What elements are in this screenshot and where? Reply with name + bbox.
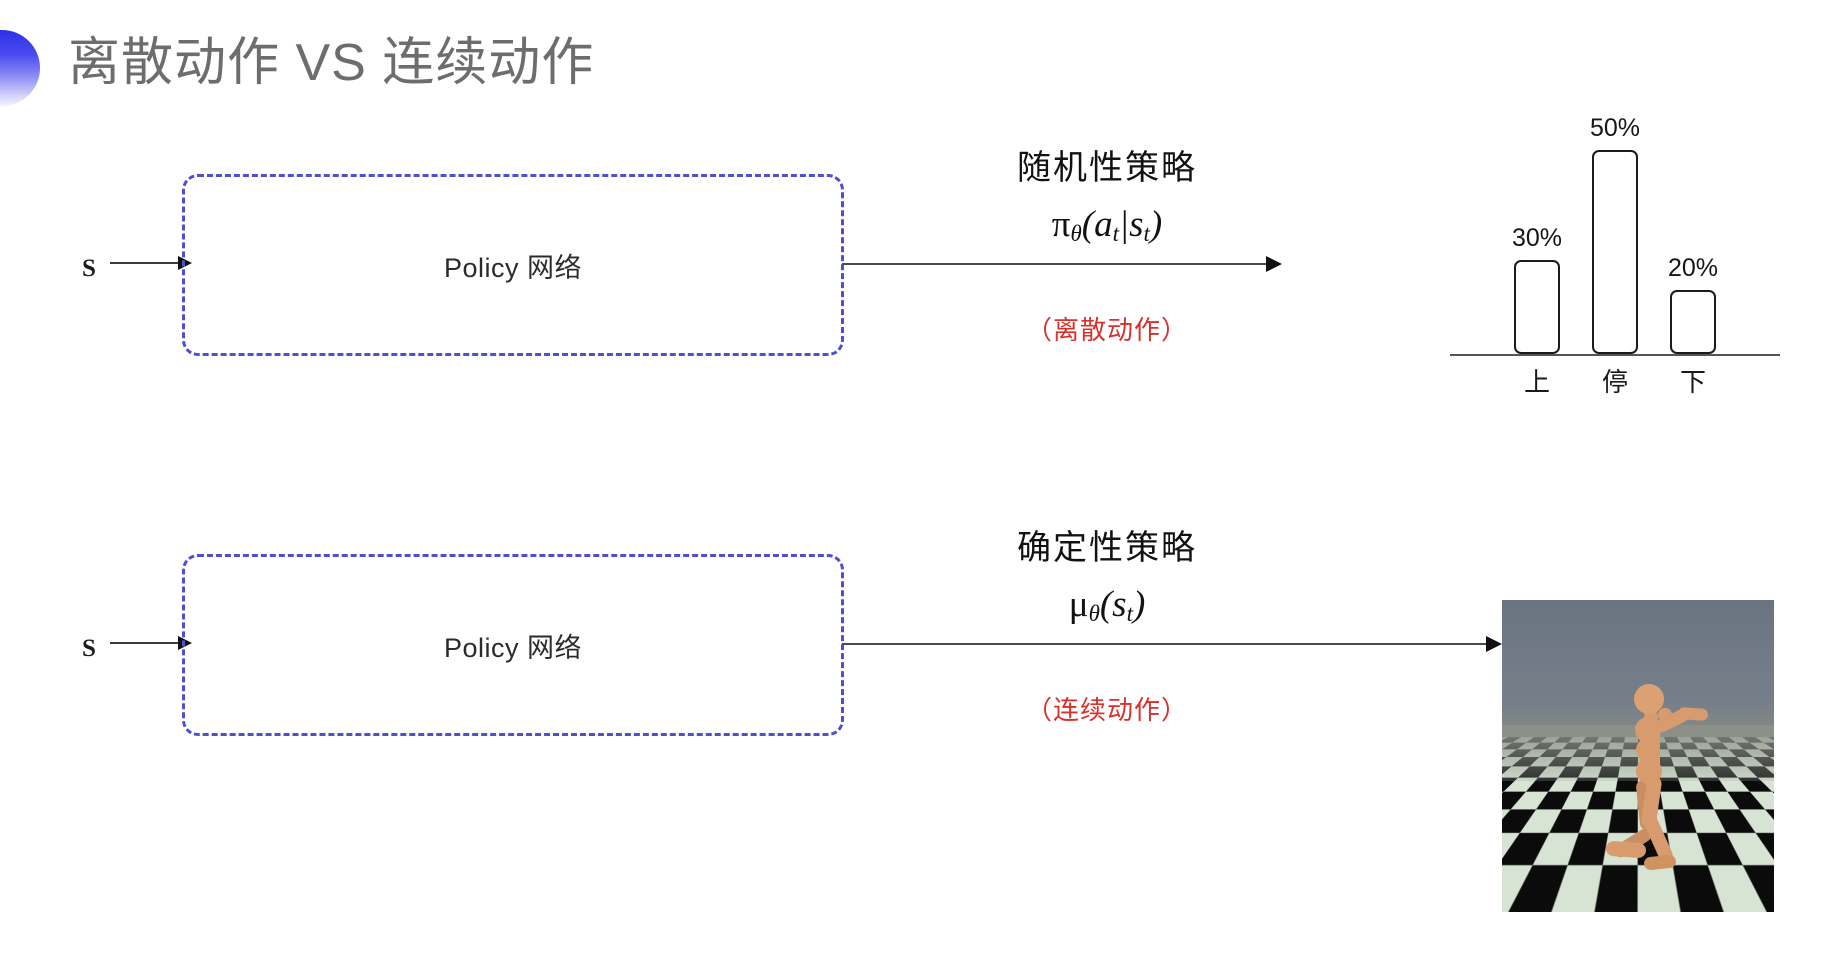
continuous-action-note: （连续动作） — [1025, 695, 1188, 725]
input-arrow-discrete — [110, 256, 192, 270]
page-title: 离散动作 VS 连续动作 — [68, 34, 595, 92]
arrow-shaft — [842, 643, 1489, 645]
bar-column-2: 20% — [1667, 254, 1719, 354]
policy-network-box-continuous[interactable]: Policy 网络 — [182, 554, 844, 736]
stochastic-policy-annotation: 随机性策略 πθ(at|st) — [962, 140, 1252, 247]
policy-network-label: Policy 网络 — [443, 252, 583, 283]
bar-value-label-1: 50% — [1589, 114, 1641, 142]
annotation-title: 随机性策略 — [1017, 149, 1197, 187]
bar-value-label-0: 30% — [1511, 224, 1563, 252]
bar-category-label-0: 上 — [1523, 367, 1550, 397]
deterministic-policy-annotation: 确定性策略 μθ(st) — [962, 520, 1252, 627]
bar-rect-1 — [1592, 150, 1638, 354]
humanoid-hand — [1658, 708, 1672, 723]
bar-chart-baseline-axis — [1450, 354, 1780, 356]
state-input-label-continuous: S — [82, 635, 96, 662]
slide-header: 离散动作 VS 连续动作 — [0, 14, 1846, 110]
humanoid-far-foot — [1605, 840, 1647, 859]
state-input-label-discrete: S — [82, 255, 96, 282]
continuous-action-row: S Policy 网络 确定性策略 μθ(st) （连续动作） — [0, 529, 1846, 790]
arrow-shaft — [842, 263, 1269, 265]
bar-category-label-1: 停 — [1601, 367, 1628, 397]
arrow-shaft — [110, 642, 180, 644]
output-arrow-continuous — [842, 636, 1502, 652]
bar-rect-2 — [1670, 290, 1716, 354]
annotation-formula: μθ(st) — [1068, 584, 1146, 627]
bar-column-0: 30% — [1511, 224, 1563, 354]
bar-rect-0 — [1514, 260, 1560, 354]
annotation-title: 确定性策略 — [1017, 529, 1197, 567]
input-arrow-continuous — [110, 636, 192, 650]
bar-plot-area: 30% 50% 20% 上 停 下 — [1450, 96, 1780, 397]
arrow-head — [1486, 636, 1502, 652]
policy-network-box-discrete[interactable]: Policy 网络 — [182, 174, 844, 356]
output-arrow-discrete — [842, 256, 1282, 272]
bar-category-label-2: 下 — [1679, 367, 1706, 397]
arrow-head — [1266, 256, 1282, 272]
title-bullet-icon — [0, 30, 40, 106]
bar-value-label-2: 20% — [1667, 254, 1719, 282]
humanoid-forearm — [1677, 707, 1709, 722]
humanoid-figure — [1604, 684, 1724, 871]
discrete-action-row: S Policy 网络 随机性策略 πθ(at|st) （离散动作） — [0, 149, 1846, 410]
arrow-shaft — [110, 262, 180, 264]
arrow-head — [178, 636, 192, 650]
action-probability-bar-chart: 30% 50% 20% 上 停 下 — [1450, 96, 1828, 397]
humanoid-simulation-image — [1502, 600, 1774, 912]
arrow-head — [178, 256, 192, 270]
policy-network-label: Policy 网络 — [443, 632, 583, 663]
bar-column-1: 50% — [1589, 114, 1641, 354]
discrete-action-note: （离散动作） — [1025, 315, 1188, 345]
annotation-formula: πθ(at|st) — [1051, 204, 1163, 247]
